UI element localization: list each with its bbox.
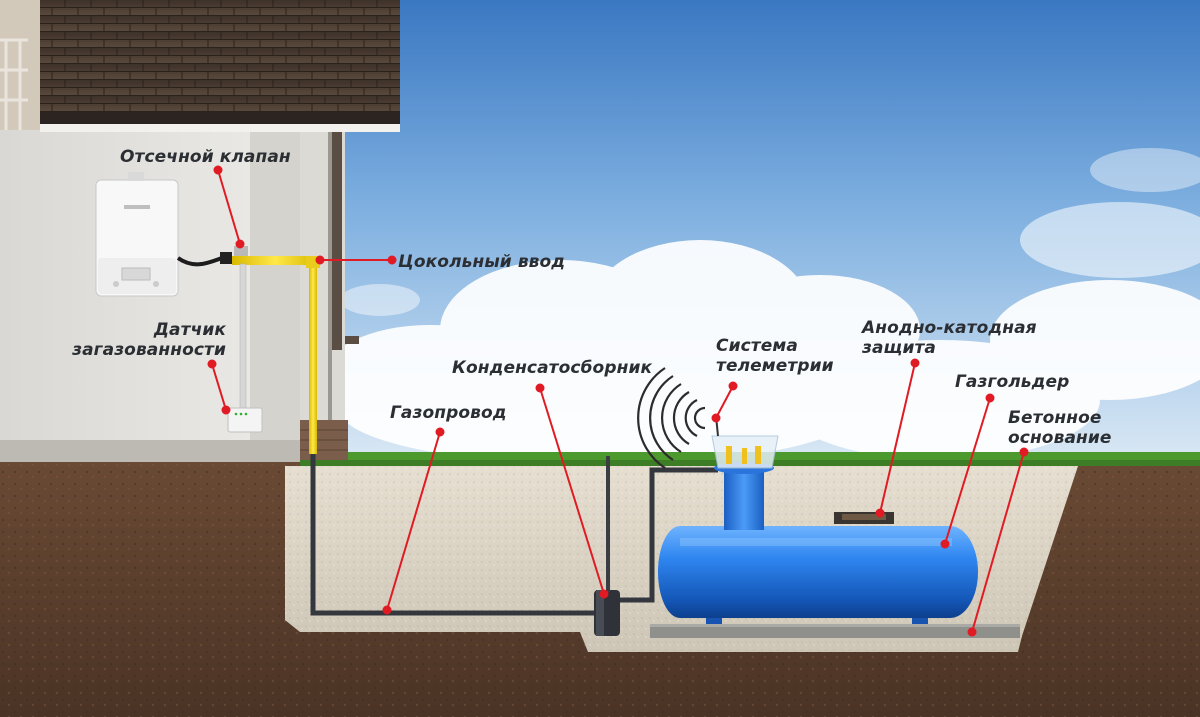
label-cathodic-protection: Анодно-катодная защита [862,318,1037,358]
label-telemetry-line2: телеметрии [716,356,834,376]
label-gas-sensor: Датчик загазованности [40,320,226,360]
underground-pipeline [310,454,600,616]
roof [30,0,400,118]
basement-inlet-riser [309,258,317,454]
label-gas-sensor-line2: загазованности [72,340,226,360]
label-basement-inlet: Цокольный ввод [398,252,566,272]
boiler-icon [95,172,179,297]
gas-holder-tank [658,526,978,618]
label-gas-sensor-line1: Датчик [153,320,226,340]
wireless-signal-icon [637,367,706,469]
concrete-slab [650,624,1020,638]
label-concrete-line1: Бетонное [1008,408,1102,428]
leader-lines [207,165,1029,637]
telemetry-dome [711,415,779,469]
label-shutoff-valve: Отсечной клапан [120,147,291,167]
label-condensate-collector: Конденсатосборник [452,358,653,378]
downpipe [332,130,342,350]
label-cathodic-line2: защита [862,338,936,358]
label-gas-holder: Газгольдер [955,372,1070,392]
house-plinth [0,440,300,462]
label-telemetry: Система телеметрии [716,336,834,376]
tank-neck [724,468,764,530]
label-concrete-line2: основание [1008,428,1112,448]
label-telemetry-line1: Система [716,336,798,356]
condensate-collector [594,456,620,636]
label-concrete-base: Бетонное основание [1008,408,1112,448]
indoor-gas-pipe [232,256,318,265]
label-gas-pipeline: Газопровод [390,403,507,423]
label-cathodic-line1: Анодно-катодная [862,318,1037,338]
flex-hose [176,256,223,267]
gas-sensor-icon [227,407,263,433]
